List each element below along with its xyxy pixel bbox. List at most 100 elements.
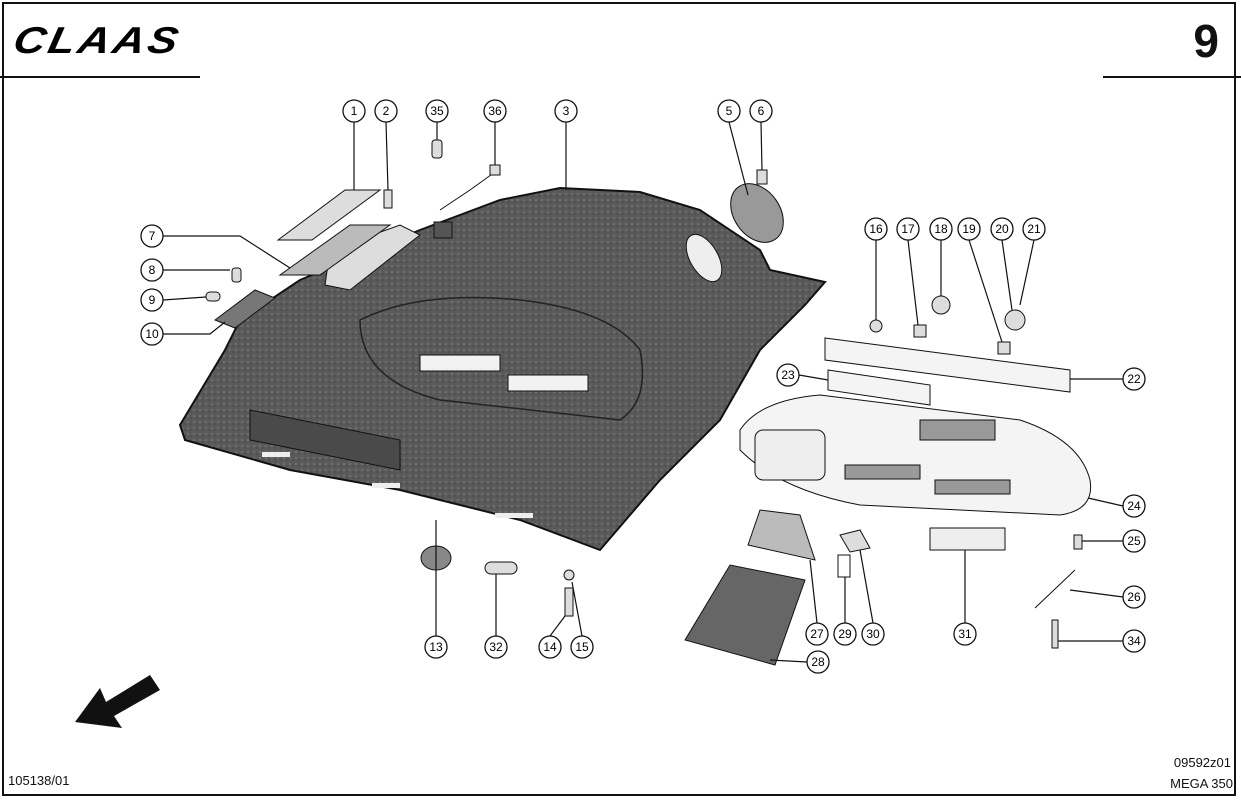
callout-number: 16 (869, 222, 883, 236)
callout-circle (342, 99, 366, 123)
leader-line (859, 549, 874, 624)
callout-23: 23 (776, 363, 829, 387)
callout-circle (1122, 529, 1146, 553)
callout-circle (833, 622, 857, 646)
callout-24: 24 (1087, 494, 1146, 518)
callout-circle (1122, 585, 1146, 609)
callout-number: 15 (575, 640, 589, 654)
leader-line (163, 321, 226, 335)
leader-line (907, 239, 919, 326)
callout-number: 35 (430, 104, 444, 118)
callout-number: 32 (489, 640, 503, 654)
callout-18: 18 (929, 217, 953, 296)
callout-32: 32 (484, 574, 508, 659)
callout-number: 29 (838, 627, 852, 641)
leader-line (163, 235, 291, 269)
callout-circle (896, 217, 920, 241)
callout-22: 22 (1070, 367, 1146, 391)
callout-20: 20 (990, 217, 1014, 311)
callout-6: 6 (749, 99, 773, 171)
callout-number: 8 (149, 263, 156, 277)
direction-arrow (75, 675, 160, 728)
callout-circle (140, 322, 164, 346)
callout-circle (140, 288, 164, 312)
callout-15: 15 (570, 581, 594, 659)
leader-line (571, 581, 583, 637)
callout-circle (953, 622, 977, 646)
callout-number: 28 (811, 655, 825, 669)
callout-circle (864, 217, 888, 241)
leader-line (728, 121, 749, 196)
drawing-number: 09592z01 (1173, 755, 1231, 770)
callout-7: 7 (140, 224, 291, 269)
leader-line (769, 659, 808, 663)
callout-number: 27 (810, 627, 824, 641)
leader-line (385, 121, 389, 191)
leader-line (1069, 589, 1124, 598)
callout-circle (538, 635, 562, 659)
callout-number: 20 (995, 222, 1009, 236)
callout-circle (140, 258, 164, 282)
callout-9: 9 (140, 288, 207, 312)
model-name: MEGA 350 (1170, 776, 1233, 791)
callout-number: 19 (962, 222, 976, 236)
callout-circle (929, 217, 953, 241)
callout-16: 16 (864, 217, 888, 320)
leader-line (798, 374, 829, 381)
small-parts (205, 139, 1092, 666)
callout-number: 13 (429, 640, 443, 654)
leader-line (1019, 239, 1035, 306)
callout-circle (1122, 629, 1146, 653)
callout-36: 36 (483, 99, 507, 165)
callout-17: 17 (896, 217, 920, 326)
callout-circle (749, 99, 773, 123)
callout-3: 3 (554, 99, 578, 190)
callout-circle (570, 635, 594, 659)
callout-circle (483, 99, 507, 123)
leader-line (1087, 497, 1124, 507)
callout-number: 14 (543, 640, 557, 654)
callout-circle (957, 217, 981, 241)
callout-circle (1122, 367, 1146, 391)
callout-number: 30 (866, 627, 880, 641)
callout-29: 29 (833, 577, 857, 646)
callout-circle (861, 622, 885, 646)
callout-number: 23 (781, 368, 795, 382)
callout-number: 18 (934, 222, 948, 236)
callout-25: 25 (1082, 529, 1146, 553)
callout-2: 2 (374, 99, 398, 191)
callout-circle (424, 635, 448, 659)
callout-10: 10 (140, 321, 226, 346)
callout-number: 34 (1127, 634, 1141, 648)
callout-circle (990, 217, 1014, 241)
callout-34: 34 (1058, 629, 1146, 653)
callout-number: 5 (726, 104, 733, 118)
callout-1: 1 (342, 99, 366, 190)
callout-number: 7 (149, 229, 156, 243)
callout-circle (776, 363, 800, 387)
callout-19: 19 (957, 217, 1003, 343)
callout-number: 36 (488, 104, 502, 118)
callout-circle (1022, 217, 1046, 241)
leader-line (968, 239, 1003, 343)
callout-8: 8 (140, 258, 230, 282)
callout-number: 3 (563, 104, 570, 118)
callout-circle (554, 99, 578, 123)
header-rule-left (0, 76, 200, 78)
callout-circle (806, 650, 830, 674)
callout-circle (717, 99, 741, 123)
callout-5: 5 (717, 99, 749, 196)
leader-line (549, 615, 566, 637)
callout-circle (1122, 494, 1146, 518)
callout-27: 27 (805, 559, 829, 646)
callout-number: 2 (383, 104, 390, 118)
callout-number: 26 (1127, 590, 1141, 604)
callout-number: 25 (1127, 534, 1141, 548)
callout-21: 21 (1019, 217, 1046, 306)
callout-circle (140, 224, 164, 248)
leader-line (1001, 239, 1013, 311)
callout-30: 30 (859, 549, 885, 646)
page-number: 9 (1193, 15, 1219, 67)
